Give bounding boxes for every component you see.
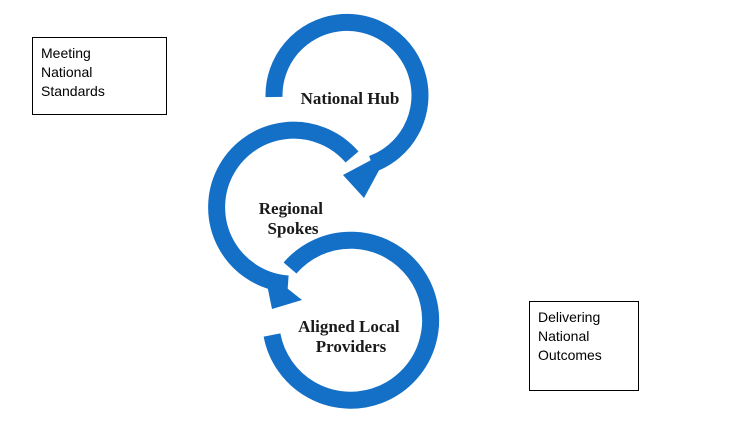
regional-spokes-arc (208, 121, 359, 293)
national-hub-label: National Hub (301, 89, 400, 108)
national-hub-ring: National Hub (265, 13, 429, 198)
aligned-local-providers-label: Aligned Local Providers (298, 317, 404, 356)
national-hub-arc (265, 13, 429, 172)
outcomes-line-1: Delivering (538, 309, 601, 325)
standards-line-1: Meeting (41, 45, 91, 61)
regional-spokes-ring: Regional Spokes (208, 121, 359, 309)
national-hub-arrowhead (343, 150, 390, 198)
delivering-national-outcomes-box: Delivering National Outcomes (529, 301, 639, 391)
meeting-national-standards-box: Meeting National Standards (32, 37, 167, 115)
outcomes-line-2: National (538, 328, 590, 344)
regional-spokes-arrowhead (264, 270, 302, 309)
aligned-local-providers-arc (263, 231, 440, 409)
outcomes-line-3: Outcomes (538, 347, 602, 363)
aligned-local-providers-ring: Aligned Local Providers (263, 231, 440, 409)
standards-line-2: National (41, 64, 93, 80)
regional-spokes-label: Regional Spokes (259, 199, 327, 238)
standards-line-3: Standards (41, 83, 105, 99)
